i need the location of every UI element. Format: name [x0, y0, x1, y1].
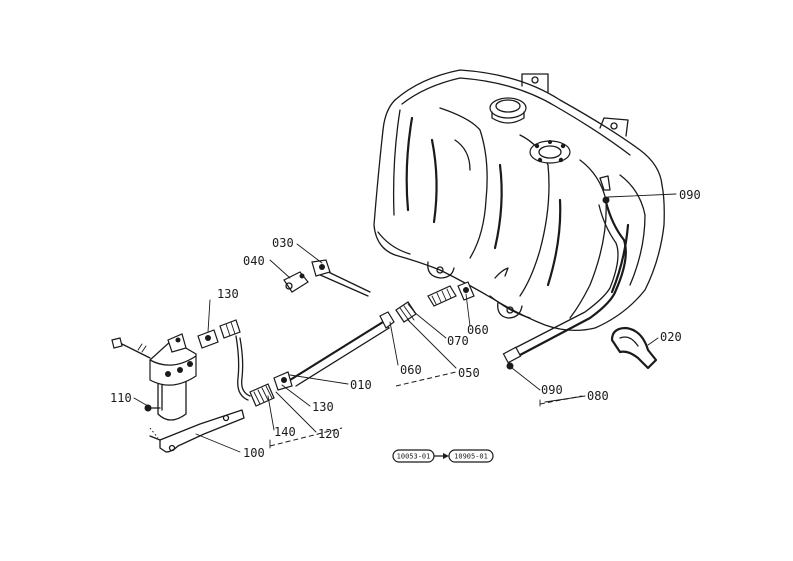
serial-to-badge [448, 449, 494, 463]
clip-020 [610, 326, 658, 370]
callout-030: 030 [272, 236, 294, 250]
callout-labels: 090 020 030 040 130 060 070 010 060 050 … [110, 188, 701, 460]
serial-range: 10053-01 10905-01 [392, 449, 494, 463]
clamp-090-top [602, 196, 610, 204]
leader-lines [133, 193, 677, 453]
return-line-030-040 [283, 259, 371, 297]
callout-090-top: 090 [679, 188, 701, 202]
callout-080: 080 [587, 389, 609, 403]
callout-040: 040 [243, 254, 265, 268]
callout-120: 120 [318, 427, 340, 441]
callout-020: 020 [660, 330, 682, 344]
fuel-filter-assembly [111, 319, 293, 453]
pipe-010 [288, 320, 390, 387]
serial-to-text: 10905-01 [454, 453, 488, 461]
callout-110: 110 [110, 391, 132, 405]
fuel-tank [373, 69, 665, 332]
callout-100: 100 [243, 446, 265, 460]
callout-130-bottom: 130 [312, 400, 334, 414]
callout-090-bottom: 090 [541, 383, 563, 397]
hose-080 [502, 196, 627, 370]
callout-010: 010 [350, 378, 372, 392]
callout-060-right: 060 [467, 323, 489, 337]
arrow-right-icon [443, 453, 449, 459]
serial-from-text: 10053-01 [397, 453, 431, 461]
callout-140: 140 [274, 425, 296, 439]
callout-050: 050 [458, 366, 480, 380]
callout-060-left: 060 [400, 363, 422, 377]
callout-130-top: 130 [217, 287, 239, 301]
fittings-060-070 [379, 281, 475, 329]
callout-070: 070 [447, 334, 469, 348]
